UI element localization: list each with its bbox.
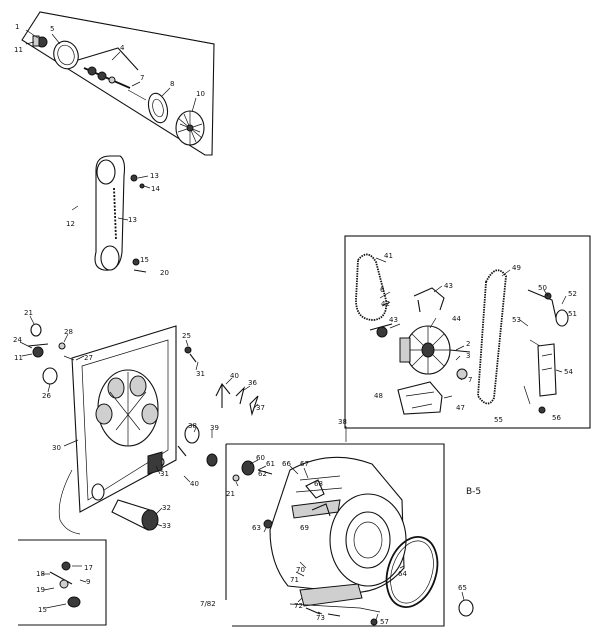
- callout-66: 66: [282, 460, 291, 468]
- callout-62: 62: [258, 470, 267, 478]
- blower-assembly-panel: 1 11 5 4 7 8 10: [14, 11, 215, 156]
- callout-17: 17: [84, 564, 93, 572]
- callout-42: 42: [381, 300, 390, 308]
- callout-11b: 11: [14, 354, 23, 362]
- drum-assembly-panel: 38 60 61 66 67 62 21 63 68 69 70 71 72 7…: [225, 418, 474, 627]
- callout-52: 52: [568, 290, 577, 298]
- callout-7: 7: [140, 74, 144, 82]
- motor-assembly-panel: 41 6 42 43 43 44 2 3 7 47 48 49 50 52 51…: [344, 235, 591, 429]
- exhaust-duct: 13 14 13 12 15 20: [66, 155, 169, 277]
- callout-25: 25: [182, 332, 191, 340]
- control-inset-panel: 17 18 19 9 15: [18, 539, 107, 626]
- callout-11: 11: [14, 46, 23, 54]
- callout-26: 26: [42, 392, 51, 400]
- callout-68: 68: [314, 480, 323, 488]
- callout-5: 5: [50, 25, 54, 33]
- footer-code: 7/82: [200, 600, 216, 608]
- bulkhead-panel: 21 24 11 28 27 26 30 25 31: [13, 309, 205, 535]
- callout-48: 48: [374, 392, 383, 400]
- callout-72: 72: [294, 602, 303, 610]
- callout-65: 65: [458, 584, 467, 592]
- callout-47: 47: [456, 404, 465, 412]
- callout-34-31: 31: [160, 470, 169, 478]
- callout-47-7: 7: [468, 376, 472, 384]
- callout-10: 10: [196, 90, 205, 98]
- callout-33: 33: [162, 522, 171, 530]
- callout-50: 50: [538, 284, 547, 292]
- callout-53: 53: [512, 316, 521, 324]
- callout-24: 24: [13, 336, 22, 344]
- callout-69: 69: [300, 524, 309, 532]
- callout-61: 61: [266, 460, 275, 468]
- callout-44: 44: [452, 315, 461, 323]
- callout-45-43: 43: [389, 316, 398, 324]
- callout-21: 21: [24, 309, 33, 317]
- callout-71: 71: [290, 576, 299, 584]
- callout-8: 8: [170, 80, 174, 88]
- callout-70: 70: [296, 566, 305, 574]
- callout-14: 14: [151, 185, 160, 193]
- callout-63: 63: [252, 524, 261, 532]
- callout-15: 15: [140, 256, 149, 264]
- callout-41: 41: [384, 252, 393, 260]
- callout-4: 4: [120, 44, 125, 52]
- callout-43: 43: [444, 282, 453, 290]
- callout-9: 9: [86, 578, 90, 586]
- callout-49: 49: [512, 264, 521, 272]
- callout-54: 54: [564, 368, 573, 376]
- callout-67: 67: [300, 460, 309, 468]
- callout-2: 2: [466, 340, 470, 348]
- callout-38-drum: 38: [338, 418, 347, 426]
- callout-32: 32: [162, 504, 171, 512]
- callout-12: 12: [66, 220, 75, 228]
- callout-38: 38: [188, 422, 197, 430]
- callout-15b: 15: [38, 606, 47, 614]
- callout-40: 40: [230, 372, 239, 380]
- callout-60: 60: [256, 454, 265, 462]
- callout-31: 31: [196, 370, 205, 378]
- callout-73: 73: [316, 614, 325, 622]
- callout-19: 19: [36, 586, 45, 594]
- callout-59-57: 57: [380, 618, 389, 626]
- callout-56: 56: [552, 414, 561, 422]
- callout-40b: 40: [190, 480, 199, 488]
- callout-39: 39: [210, 424, 219, 432]
- callout-6: 6: [380, 286, 385, 294]
- callout-18: 18: [36, 570, 45, 578]
- callout-51: 51: [568, 310, 577, 318]
- callout-13: 13: [150, 172, 159, 180]
- callout-3: 3: [466, 352, 470, 360]
- callout-21b: 21: [226, 490, 235, 498]
- callout-20: 20: [160, 269, 169, 277]
- callout-64: 64: [398, 570, 407, 578]
- section-label: B-5: [466, 487, 481, 497]
- callout-13b: 13: [128, 216, 137, 224]
- callout-28: 28: [64, 328, 73, 336]
- callout-27: 27: [84, 354, 93, 362]
- callout-55: 55: [494, 416, 503, 424]
- callout-37: 37: [256, 404, 265, 412]
- middle-hardware: 40 36 37 38 39 40 31 32 33: [111, 372, 265, 531]
- callout-36: 36: [248, 379, 257, 387]
- callout-30: 30: [52, 444, 61, 452]
- callout-1: 1: [15, 23, 19, 31]
